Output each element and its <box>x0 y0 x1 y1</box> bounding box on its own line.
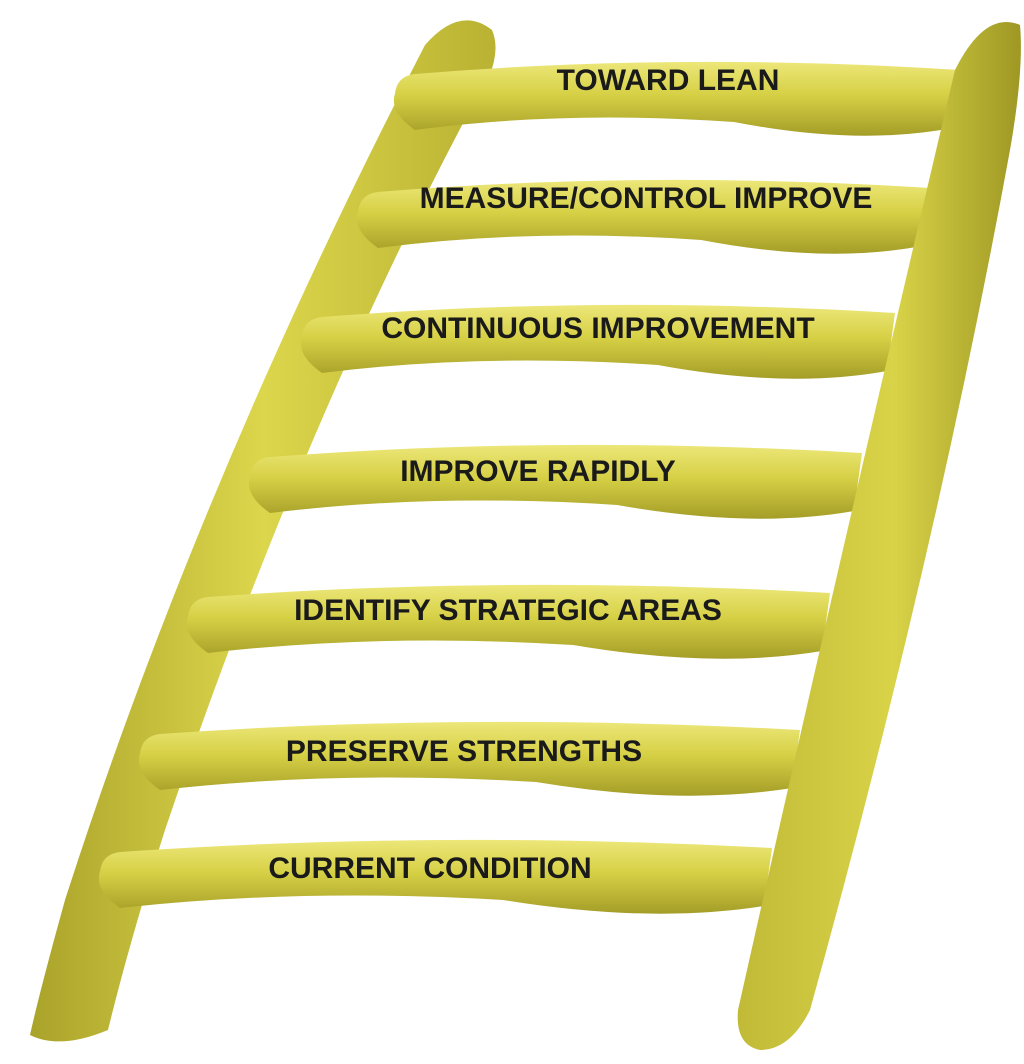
ladder-rungs <box>98 61 960 914</box>
ladder-rung-3 <box>300 304 895 379</box>
step-label-1: TOWARD LEAN <box>557 64 780 97</box>
step-labels: TOWARD LEAN MEASURE/CONTROL IMPROVE CONT… <box>268 64 872 885</box>
ladder-right-rail <box>737 22 1021 1050</box>
step-label-4: IMPROVE RAPIDLY <box>400 455 676 488</box>
step-label-2: MEASURE/CONTROL IMPROVE <box>420 182 873 215</box>
ladder-rung-7 <box>98 839 772 914</box>
ladder-rung-1 <box>393 61 960 136</box>
ladder-rung-6 <box>138 721 800 796</box>
ladder-left-rail <box>30 20 496 1042</box>
step-label-6: PRESERVE STRENGTHS <box>286 735 642 768</box>
ladder-rung-2 <box>356 179 930 254</box>
ladder-rung-5 <box>186 584 830 659</box>
step-label-3: CONTINUOUS IMPROVEMENT <box>381 312 814 345</box>
step-label-7: CURRENT CONDITION <box>268 852 591 885</box>
step-label-5: IDENTIFY STRATEGIC AREAS <box>294 594 722 627</box>
ladder-rung-4 <box>248 444 862 519</box>
